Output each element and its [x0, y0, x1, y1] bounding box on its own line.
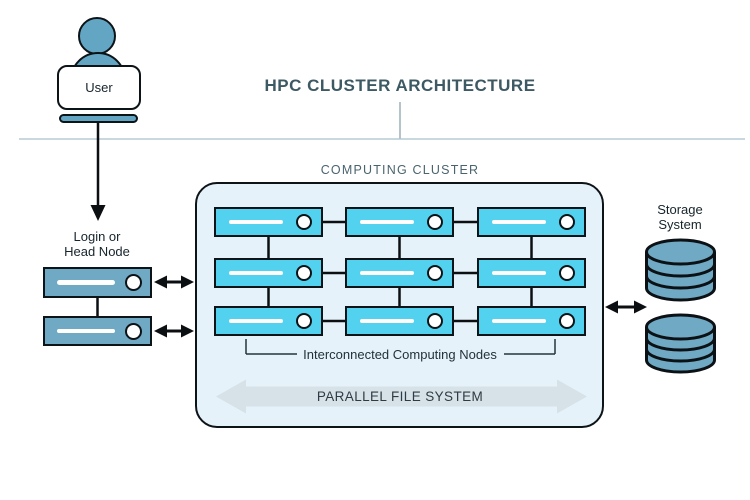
compute-node — [214, 207, 323, 237]
node-stripe — [492, 319, 546, 323]
cluster-storage-arrow-icon — [605, 300, 647, 314]
node-stripe — [360, 220, 414, 224]
parallel-file-system-label: PARALLEL FILE SYSTEM — [316, 389, 484, 404]
login-node-label-line2: Head Node — [64, 244, 130, 260]
node-stripe — [229, 271, 283, 275]
user-head-icon — [78, 17, 116, 55]
user-label: User — [85, 80, 113, 95]
node-stripe — [229, 319, 283, 323]
server-indicator — [125, 322, 142, 340]
login-cluster-arrow-bottom-icon — [154, 324, 194, 338]
node-indicator — [427, 214, 443, 230]
compute-node — [477, 306, 586, 336]
computing-cluster-label: COMPUTING CLUSTER — [320, 163, 480, 177]
compute-node — [345, 306, 454, 336]
server-stripe — [57, 280, 115, 285]
node-indicator — [296, 265, 312, 281]
node-stripe — [360, 319, 414, 323]
user-laptop-base-icon — [59, 114, 138, 123]
node-indicator — [427, 313, 443, 329]
node-indicator — [559, 214, 575, 230]
node-indicator — [559, 313, 575, 329]
node-stripe — [360, 271, 414, 275]
login-node-label-line1: Login or — [73, 229, 121, 244]
compute-node — [345, 207, 454, 237]
node-indicator — [296, 214, 312, 230]
storage-label-line2: System — [658, 217, 702, 233]
compute-node — [345, 258, 454, 288]
compute-node — [477, 207, 586, 237]
divider-line — [19, 138, 745, 140]
nodes-caption: Interconnected Computing Nodes — [303, 347, 497, 362]
user-laptop-icon: User — [57, 65, 141, 110]
login-node-label: Login or Head Node — [42, 229, 152, 260]
server-stripe — [57, 328, 115, 334]
compute-node — [214, 258, 323, 288]
login-head-node-server-2 — [43, 316, 152, 346]
storage-label-line1: Storage — [657, 202, 703, 217]
compute-node — [214, 306, 323, 336]
node-stripe — [229, 220, 283, 224]
node-stripe — [492, 220, 546, 224]
server-indicator — [125, 274, 142, 291]
storage-cylinders-icon — [645, 238, 716, 374]
title-connector-line — [399, 102, 401, 139]
node-indicator — [296, 313, 312, 329]
node-stripe — [492, 271, 546, 275]
login-head-node-server-1 — [43, 267, 152, 298]
node-indicator — [559, 265, 575, 281]
compute-node — [477, 258, 586, 288]
login-cluster-arrow-top-icon — [154, 275, 194, 289]
storage-system-label: Storage System — [640, 202, 720, 233]
node-indicator — [427, 265, 443, 281]
page-title: HPC CLUSTER ARCHITECTURE — [264, 76, 536, 95]
